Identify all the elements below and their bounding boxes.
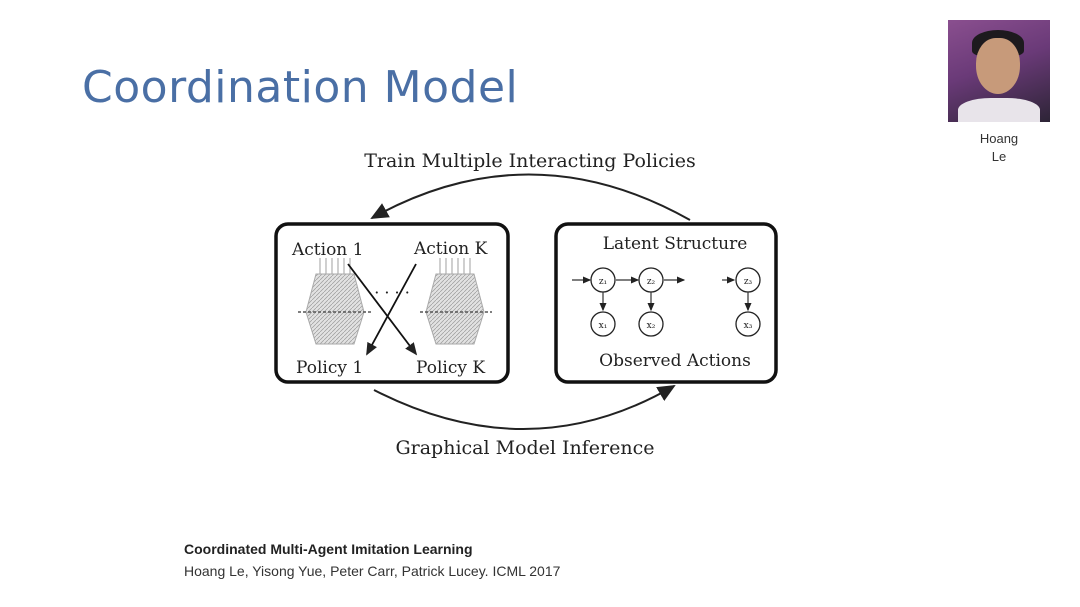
ellipsis: · · · · <box>374 283 410 302</box>
reference-authors: Hoang Le, Yisong Yue, Peter Carr, Patric… <box>184 563 561 579</box>
observed-node-2-label: x₂ <box>647 321 656 331</box>
slide-title: Coordination Model <box>82 62 519 113</box>
latent-structure-label: Latent Structure <box>603 234 748 254</box>
graphical-model: z₁ z₂ z₃ x₁ x₂ x₃ <box>572 267 761 337</box>
observed-node-3 <box>735 311 761 337</box>
coordination-diagram: Train Multiple Interacting Policies Acti… <box>260 140 800 475</box>
speaker-last-name: Le <box>991 149 1007 164</box>
neural-network-icon-1 <box>298 258 372 345</box>
observed-node-1 <box>590 311 616 337</box>
observed-node-2 <box>638 311 664 337</box>
action-1-label: Action 1 <box>291 240 363 260</box>
observed-node-1-label: x₁ <box>599 321 608 331</box>
observed-node-3-label: x₃ <box>744 321 753 331</box>
top-arrow-label: Train Multiple Interacting Policies <box>364 150 696 172</box>
reference-title: Coordinated Multi-Agent Imitation Learni… <box>184 541 473 557</box>
action-k-label: Action K <box>413 239 488 259</box>
latent-node-1-label: z₁ <box>599 277 607 287</box>
speaker-first-name: Hoang <box>979 131 1019 146</box>
policy-k-label: Policy K <box>416 358 485 378</box>
neural-network-icon-k <box>420 258 492 345</box>
speaker-face <box>976 38 1020 94</box>
cross-arrow-actionk-to-policy1 <box>366 263 417 356</box>
speaker-name-label: Hoang Le <box>948 130 1050 166</box>
speaker-shirt <box>958 98 1040 122</box>
latent-structure-box <box>554 222 778 384</box>
policy-1-label: Policy 1 <box>296 358 363 378</box>
speaker-video-thumbnail <box>948 20 1050 122</box>
latent-node-2-label: z₂ <box>647 277 656 287</box>
latent-node-3-label: z₃ <box>744 277 753 287</box>
bottom-curved-arrow <box>373 384 676 430</box>
diagram-svg: Train Multiple Interacting Policies Acti… <box>274 150 778 459</box>
observed-actions-label: Observed Actions <box>599 351 751 371</box>
cross-arrow-action1-to-policyk <box>347 263 418 356</box>
bottom-arrow-label: Graphical Model Inference <box>395 437 654 459</box>
top-curved-arrow <box>370 173 691 221</box>
